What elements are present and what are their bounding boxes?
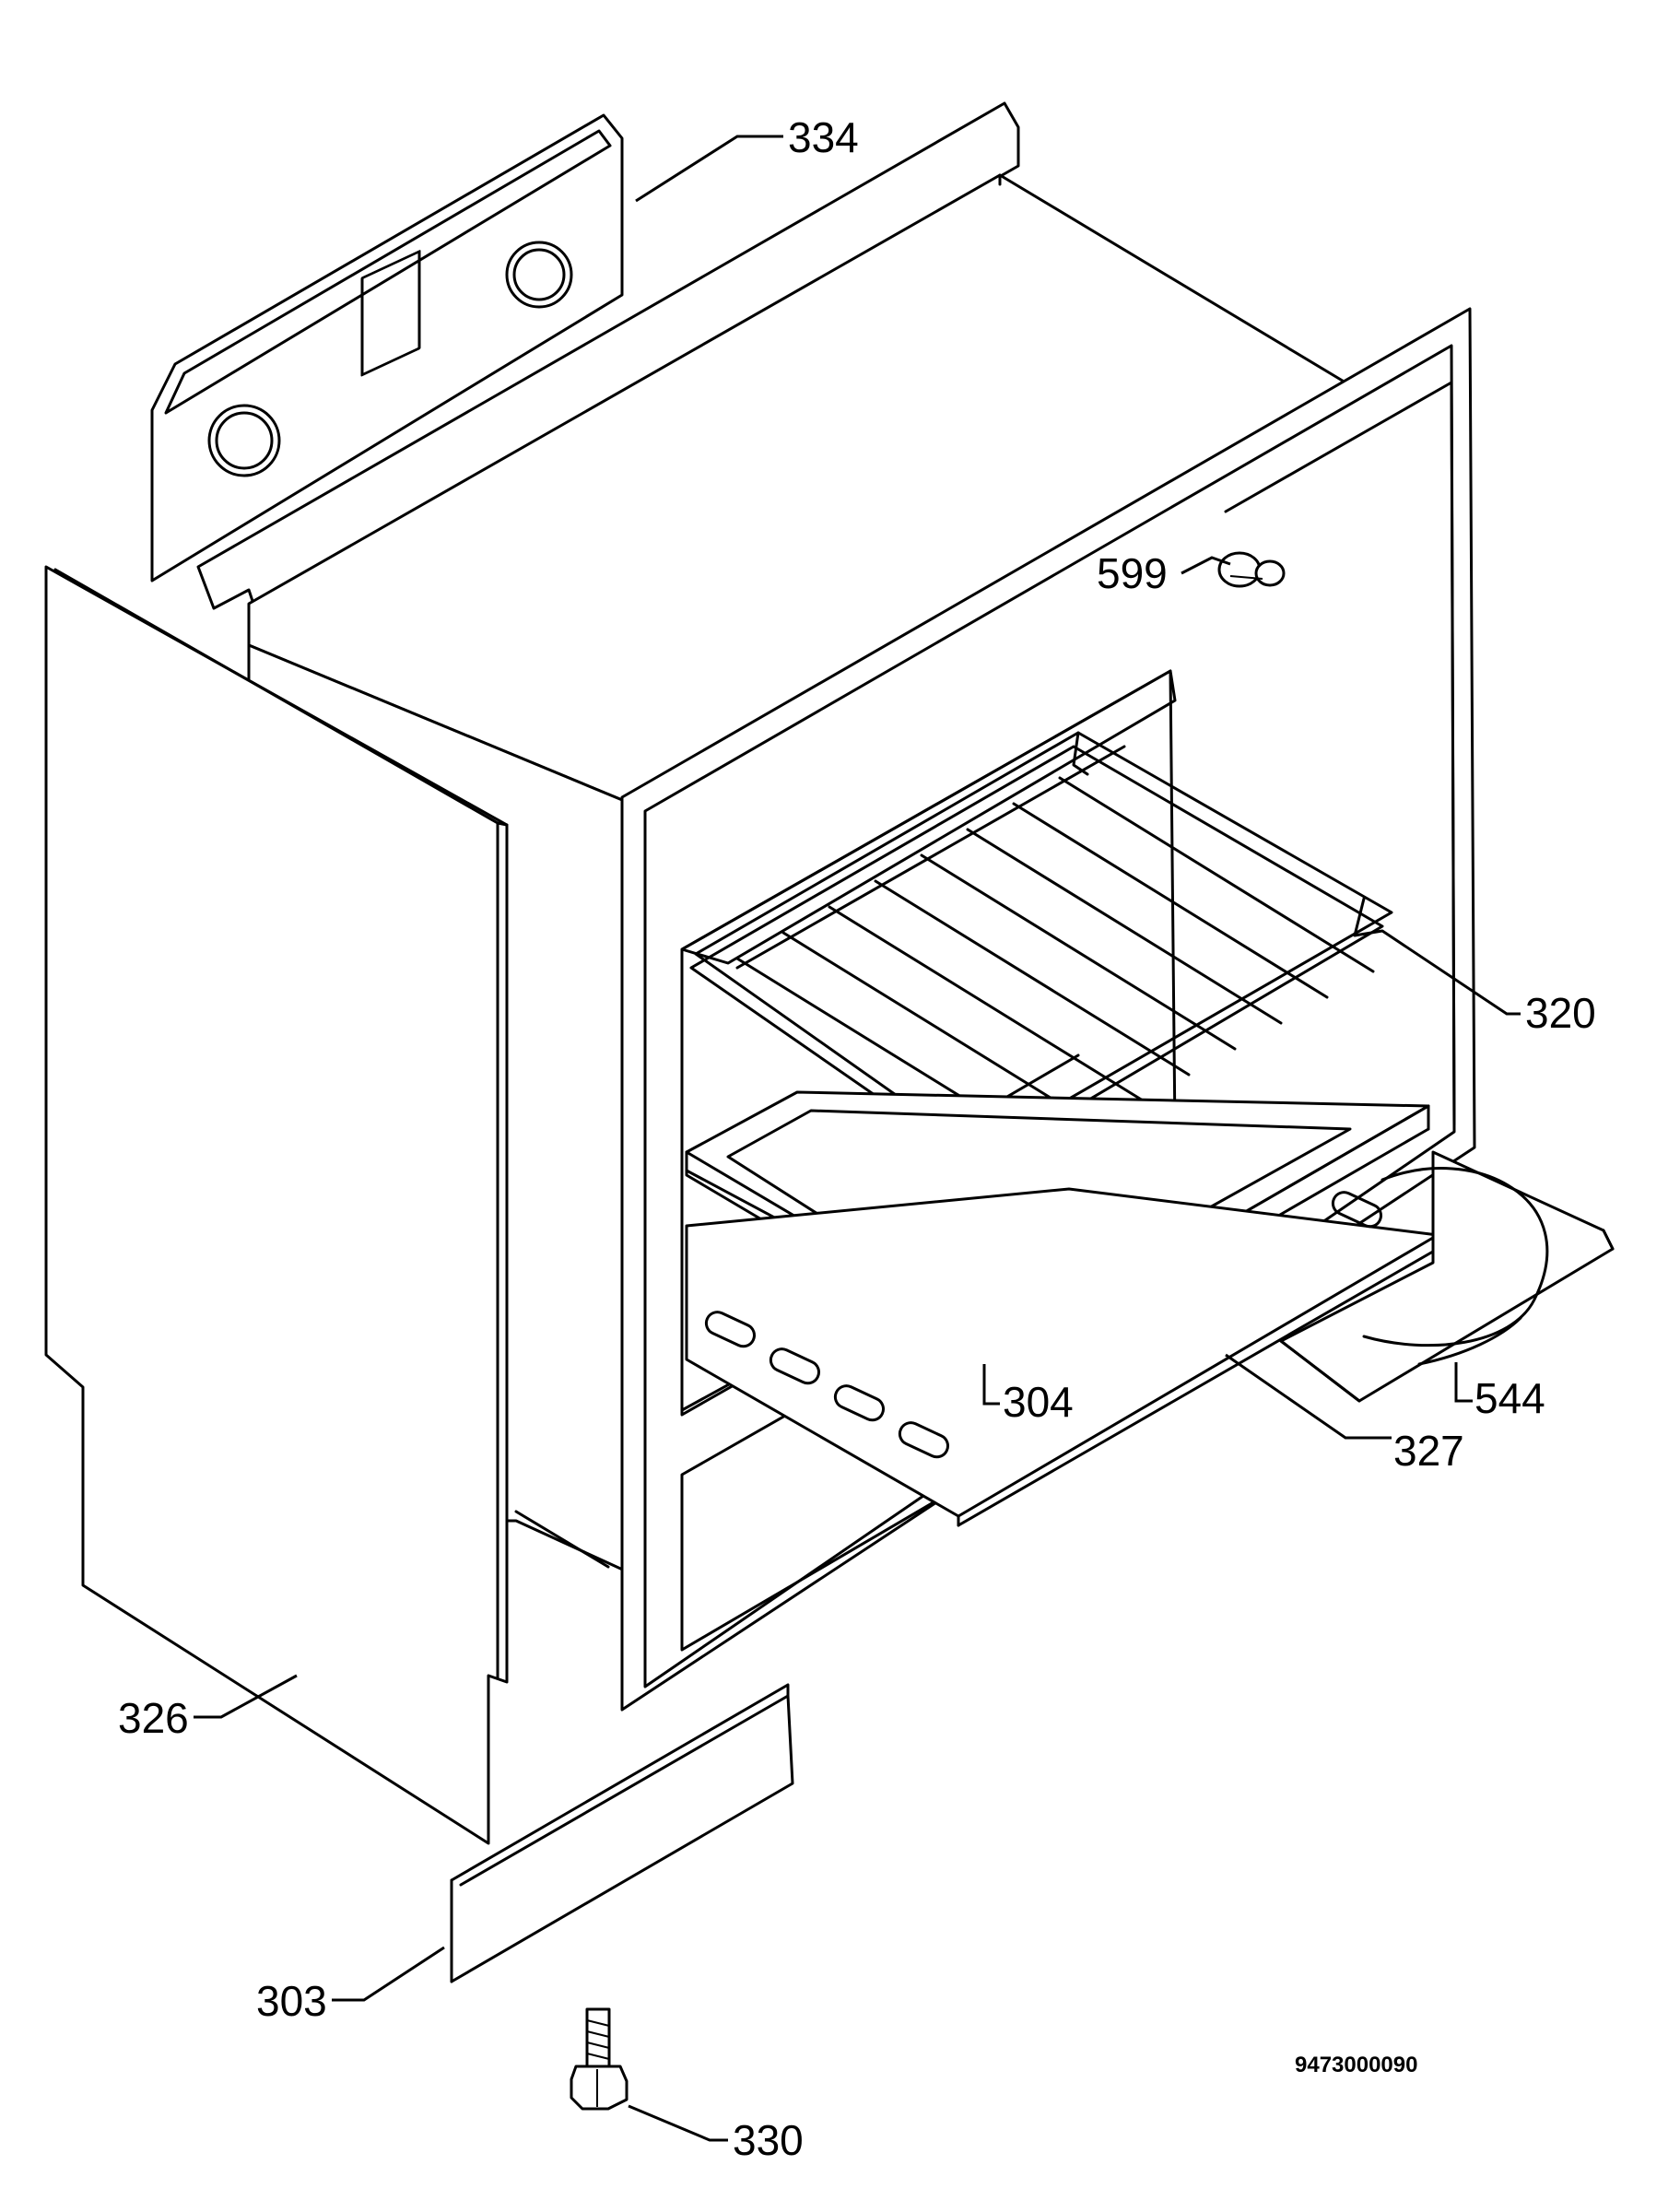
callout-599: 599 xyxy=(1097,549,1168,597)
callout-303: 303 xyxy=(256,1977,327,2025)
callout-334: 334 xyxy=(788,113,859,161)
bottom-plate-slots xyxy=(704,1191,1383,1459)
leader-lines xyxy=(194,135,1521,2142)
callout-330: 330 xyxy=(733,2116,804,2164)
sensor-599 xyxy=(1217,551,1286,588)
callout-544: 544 xyxy=(1474,1374,1545,1422)
plinth-strip-303 xyxy=(450,1683,794,1983)
wire-shelf-320 xyxy=(689,731,1393,1177)
callout-304: 304 xyxy=(1003,1378,1074,1426)
side-panel-326 xyxy=(44,565,509,1845)
rear-panel-334 xyxy=(150,113,624,582)
callout-326: 326 xyxy=(118,1694,189,1742)
callout-327: 327 xyxy=(1393,1427,1464,1475)
callout-labels: 334 599 320 304 544 327 326 303 330 9473… xyxy=(118,113,1596,2164)
callout-320: 320 xyxy=(1525,989,1596,1037)
drawing-number: 9473000090 xyxy=(1295,2053,1417,2077)
heating-element-544 xyxy=(1279,1150,1615,1403)
screw-330 xyxy=(570,2007,629,2111)
